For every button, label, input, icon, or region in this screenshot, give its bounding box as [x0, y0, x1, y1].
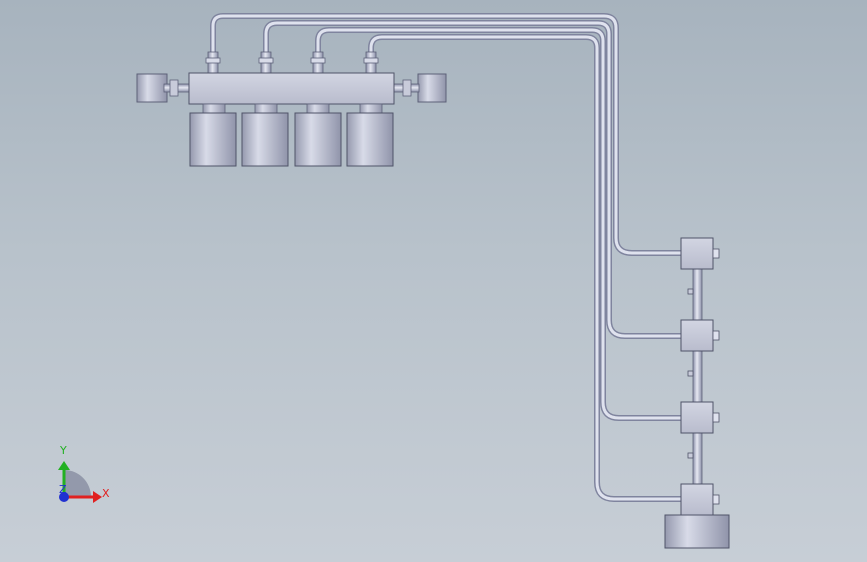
pipe-route-group: [210, 13, 684, 502]
cylinder-group: [189, 112, 394, 167]
base-block[interactable]: [664, 514, 730, 549]
x-axis-label: X: [102, 487, 110, 500]
cylinder-3[interactable]: [294, 112, 342, 167]
y-axis-label: Y: [59, 444, 67, 457]
junction-box-1[interactable]: [680, 237, 714, 270]
left-end-cap[interactable]: [136, 73, 168, 103]
junction-box-4[interactable]: [680, 483, 714, 516]
orientation-triad[interactable]: Y X Z: [58, 444, 110, 503]
triad-plane-indicator: [64, 470, 91, 497]
cylinder-4[interactable]: [346, 112, 394, 167]
junction-box-2[interactable]: [680, 319, 714, 352]
manifold-body[interactable]: [188, 72, 395, 105]
junction-box-3[interactable]: [680, 401, 714, 434]
cylinder-2[interactable]: [241, 112, 289, 167]
pipe-route-4: [368, 34, 684, 502]
cylinder-1[interactable]: [189, 112, 237, 167]
manifold-assembly[interactable]: [136, 51, 447, 167]
manifold-fittings: [205, 51, 379, 75]
z-axis-dot: [59, 492, 69, 502]
right-end-cap[interactable]: [417, 73, 447, 103]
z-axis-label: Z: [59, 483, 67, 496]
junction-stack[interactable]: [664, 237, 730, 549]
